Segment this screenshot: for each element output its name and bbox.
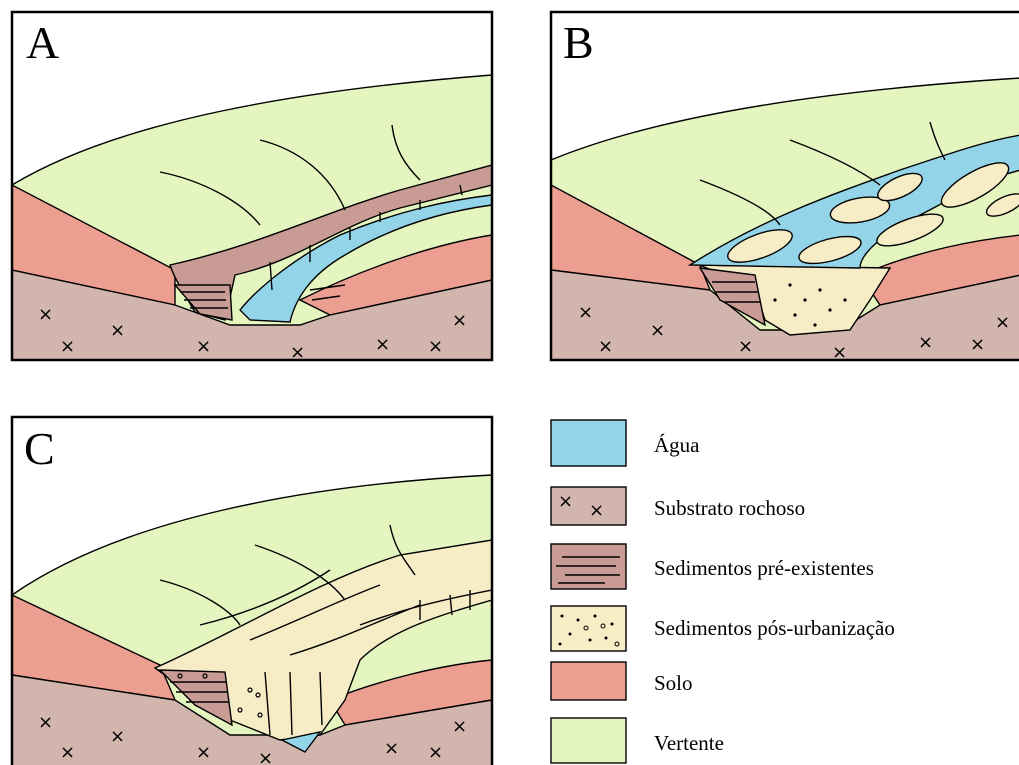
svg-text:×: ×	[110, 320, 125, 341]
legend-label-slope: Vertente	[654, 731, 724, 755]
panel-b: × × × × × × × ×	[551, 12, 1019, 363]
legend-label-bedrock: Substrato rochoso	[654, 496, 805, 520]
svg-text:×: ×	[196, 336, 211, 357]
svg-text:×: ×	[375, 334, 390, 355]
svg-text:×: ×	[428, 742, 443, 763]
svg-text:×: ×	[738, 336, 753, 357]
legend-item-pre: Sedimentos pré-existentes	[551, 544, 874, 589]
legend-item-pos: Sedimentos pós-urbanização	[551, 606, 895, 651]
svg-text:×: ×	[598, 336, 613, 357]
legend-swatch-soil	[551, 662, 626, 700]
panel-c-label: C	[24, 423, 55, 474]
svg-text:×: ×	[38, 712, 53, 733]
legend-label-water: Água	[654, 433, 700, 457]
legend-item-solo: Solo	[551, 662, 693, 700]
svg-text:×: ×	[452, 716, 467, 737]
panel-a-label: A	[26, 17, 59, 68]
legend-item-agua: Água	[551, 420, 700, 466]
svg-text:×: ×	[384, 738, 399, 759]
svg-text:×: ×	[589, 500, 604, 521]
legend: Água × × Substrato rochoso Sedimentos pr…	[551, 420, 895, 763]
legend-swatch-water	[551, 420, 626, 466]
svg-text:×: ×	[578, 302, 593, 323]
svg-text:×: ×	[995, 312, 1010, 333]
svg-text:×: ×	[258, 748, 273, 765]
legend-swatch-slope	[551, 718, 626, 763]
svg-text:×: ×	[650, 320, 665, 341]
panel-c: × × × × × × × ×	[12, 417, 492, 765]
svg-text:×: ×	[110, 726, 125, 747]
legend-label-post-sediments: Sedimentos pós-urbanização	[654, 616, 895, 640]
svg-text:×: ×	[60, 742, 75, 763]
svg-text:×: ×	[452, 310, 467, 331]
panel-a: × × × × × × × ×	[12, 12, 492, 363]
svg-text:×: ×	[558, 491, 573, 512]
svg-text:×: ×	[428, 336, 443, 357]
panel-b-label: B	[563, 17, 594, 68]
legend-item-substrato: × × Substrato rochoso	[551, 487, 805, 525]
svg-text:×: ×	[918, 332, 933, 353]
svg-text:×: ×	[970, 334, 985, 355]
legend-label-soil: Solo	[654, 671, 693, 695]
svg-text:×: ×	[196, 742, 211, 763]
svg-text:×: ×	[38, 304, 53, 325]
legend-label-pre-sediments: Sedimentos pré-existentes	[654, 556, 874, 580]
legend-item-vertente: Vertente	[551, 718, 724, 763]
svg-text:×: ×	[60, 336, 75, 357]
